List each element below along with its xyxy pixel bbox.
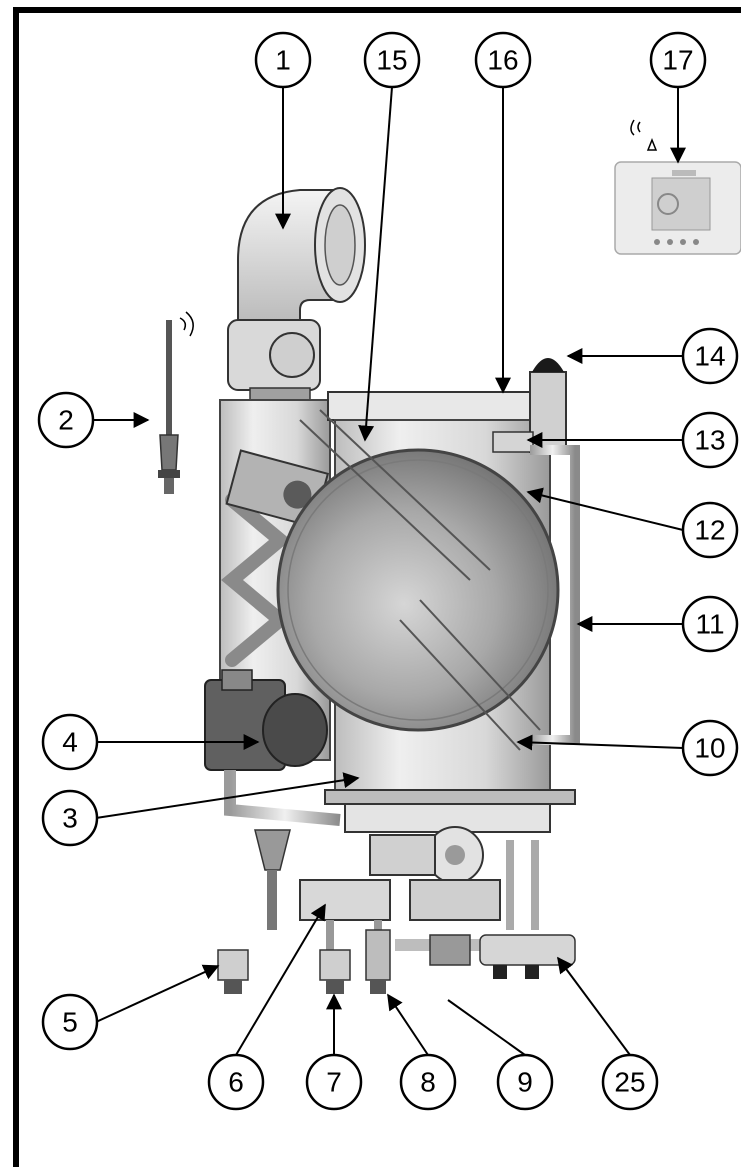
svg-text:2: 2 (58, 405, 74, 436)
callout-10: 10 (681, 719, 739, 777)
callout-14: 14 (681, 327, 739, 385)
svg-text:16: 16 (487, 45, 518, 76)
callout-4: 4 (41, 713, 99, 771)
callout-7: 7 (305, 1053, 363, 1111)
leader-lines (92, 86, 686, 1056)
valve-7 (319, 949, 351, 994)
callout-13: 13 (681, 411, 739, 469)
callout-8: 8 (399, 1053, 457, 1111)
svg-text:13: 13 (694, 425, 725, 456)
expansion-vessel (276, 448, 560, 732)
diagram-frame (13, 7, 741, 1167)
antenna (158, 311, 194, 494)
svg-text:12: 12 (694, 515, 725, 546)
svg-text:14: 14 (694, 341, 725, 372)
svg-text:9: 9 (517, 1067, 533, 1098)
callouts: 1 15 16 17 2 14 13 12 (37, 31, 739, 1111)
svg-text:3: 3 (62, 803, 78, 834)
callout-15: 15 (363, 31, 421, 89)
svg-text:4: 4 (62, 727, 78, 758)
callout-17: 17 (649, 31, 707, 89)
callout-9: 9 (496, 1053, 554, 1111)
svg-text:17: 17 (662, 45, 693, 76)
callout-12: 12 (681, 501, 739, 559)
svg-text:11: 11 (695, 609, 724, 640)
callout-25: 25 (601, 1053, 659, 1111)
svg-text:7: 7 (326, 1067, 342, 1098)
callout-1: 1 (254, 31, 312, 89)
gas-valve (204, 669, 328, 771)
callout-5: 5 (41, 993, 99, 1051)
svg-text:1: 1 (275, 45, 291, 76)
valve-5 (217, 949, 249, 994)
valve-8 (365, 929, 391, 994)
callout-6: 6 (207, 1053, 265, 1111)
callout-16: 16 (474, 31, 532, 89)
callout-11: 11 (681, 595, 739, 653)
svg-text:5: 5 (62, 1007, 78, 1038)
flue-elbow (227, 187, 366, 403)
pump (225, 449, 330, 529)
svg-text:6: 6 (228, 1067, 244, 1098)
boiler-body (158, 119, 741, 994)
svg-text:8: 8 (420, 1067, 436, 1098)
svg-text:15: 15 (376, 45, 407, 76)
top-panel (327, 391, 551, 421)
svg-text:25: 25 (614, 1067, 645, 1098)
svg-text:10: 10 (694, 733, 725, 764)
wall-controller (614, 119, 741, 255)
callout-3: 3 (41, 789, 99, 847)
filling-loop (395, 934, 576, 979)
callout-2: 2 (37, 391, 95, 449)
